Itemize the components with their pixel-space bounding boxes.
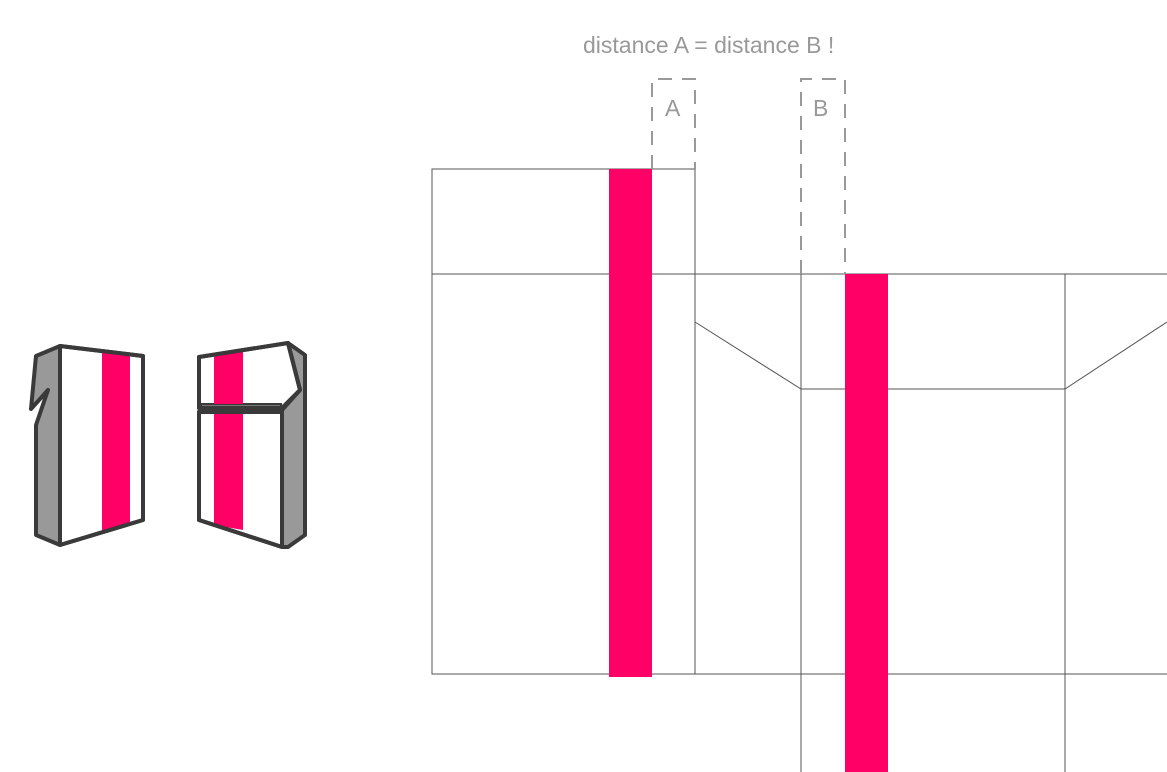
dieline-lid-flap (431, 168, 696, 275)
open-box-front-outline (197, 410, 284, 549)
dimension-b-bracket (800, 78, 846, 274)
closed-box-front-panel (58, 344, 145, 547)
caption: distance A = distance B ! (583, 32, 834, 58)
stripe-left-panel (609, 169, 652, 677)
open-box-body-stripe (214, 414, 243, 530)
dimension-a: A (651, 78, 696, 169)
stripe-right-panel (845, 274, 888, 772)
dimension-a-label: A (665, 95, 681, 121)
dimension-a-bracket (651, 78, 696, 169)
closed-box-stripe (102, 351, 130, 531)
dieline-tuck-left (694, 321, 1167, 390)
closed-box-illustration (29, 344, 145, 547)
dieline (431, 168, 1167, 772)
dimension-b: B (800, 78, 846, 274)
dieline-front-panel (431, 273, 696, 675)
closed-box-outline (58, 344, 145, 547)
open-box-lid-stripe (214, 350, 243, 404)
open-box-illustration (197, 341, 307, 549)
open-box-lid-outline (197, 341, 302, 410)
dimension-b-label: B (813, 95, 828, 121)
closed-box-side-panel (29, 344, 62, 547)
